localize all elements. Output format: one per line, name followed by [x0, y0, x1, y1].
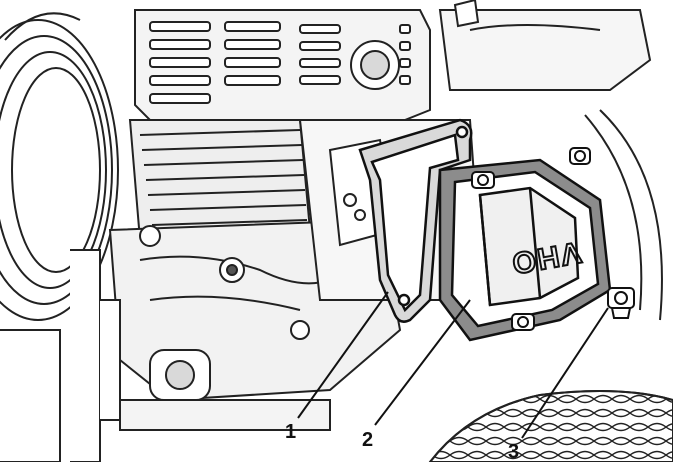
valve-cover-gasket: [358, 118, 473, 323]
leader-2: [374, 299, 471, 426]
frame-tubes: [0, 249, 331, 462]
leader-3: [521, 307, 609, 439]
callout-3: 3: [508, 441, 519, 462]
bolt-top-left: [471, 171, 495, 189]
bolt-top-right: [569, 147, 591, 165]
leader-1: [297, 291, 389, 419]
bolt-bottom: [511, 313, 535, 331]
engine-shroud: [134, 9, 431, 131]
callout-leaders: [297, 291, 609, 439]
cylinder-fins: [128, 119, 312, 242]
callout-2: 2: [362, 429, 373, 451]
fuel-tank-housing: [438, 0, 652, 91]
tire-tread: [428, 390, 673, 462]
cover-bolts: [471, 147, 591, 331]
callout-1: 1: [285, 421, 296, 443]
wheel-rim-background: [584, 109, 663, 321]
valve-cover: OHV: [438, 158, 612, 342]
hose-reel: [0, 12, 119, 321]
loose-bolt: [607, 287, 635, 319]
